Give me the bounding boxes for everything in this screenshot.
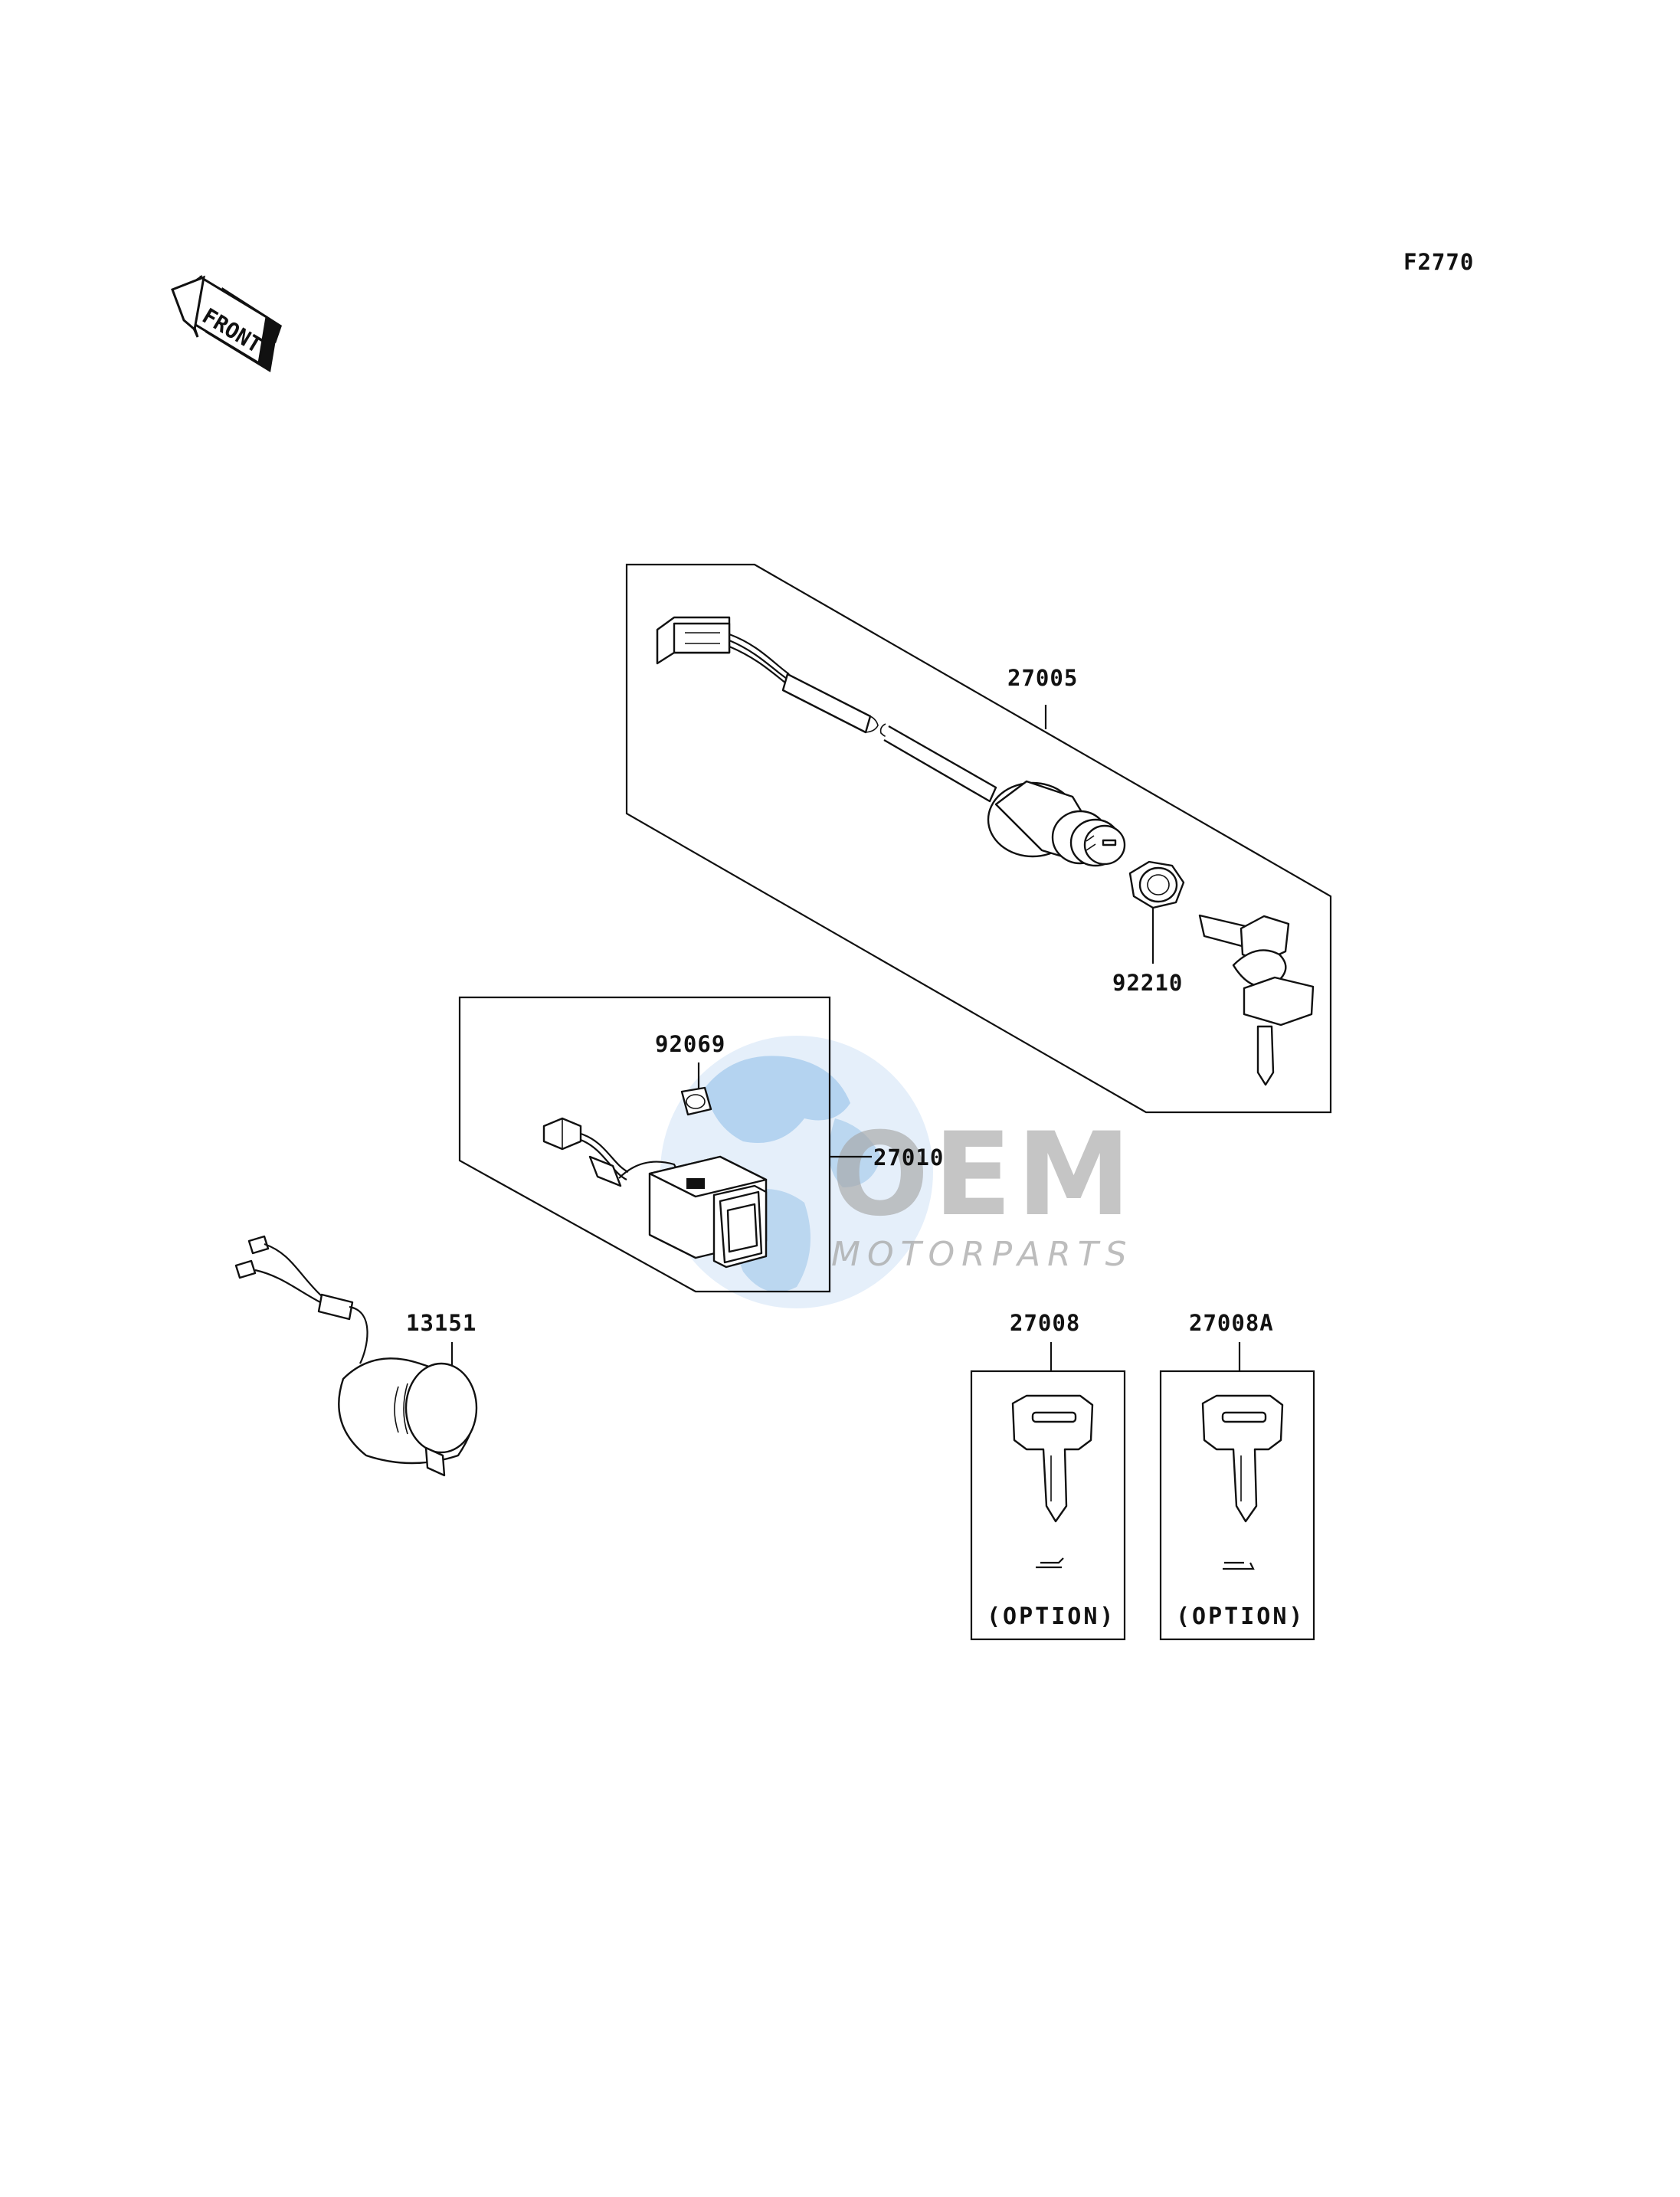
nut-92210 bbox=[1128, 860, 1185, 909]
ignition-connector bbox=[656, 616, 731, 665]
callout-27010: 27010 bbox=[873, 1144, 944, 1171]
key-cut-mark-icon bbox=[1036, 1557, 1064, 1569]
callout-27005: 27005 bbox=[1007, 665, 1078, 691]
bulb-92069 bbox=[680, 1086, 712, 1116]
key-27008A-icon bbox=[1201, 1394, 1284, 1523]
indicator-switch-body bbox=[648, 1155, 768, 1269]
watermark-subtext: MOTORPARTS bbox=[831, 1235, 1134, 1274]
ignition-switch-group-outline bbox=[625, 563, 1332, 1114]
wire-harness bbox=[781, 673, 872, 734]
option-box-27008A bbox=[1159, 1370, 1315, 1641]
option-note-27008: (OPTION) bbox=[987, 1603, 1116, 1630]
key-cut-mark-icon bbox=[1223, 1561, 1255, 1570]
option-note-27008A: (OPTION) bbox=[1176, 1603, 1305, 1630]
callout-13151: 13151 bbox=[406, 1310, 476, 1336]
front-arrow-icon: FRONT bbox=[171, 274, 282, 372]
option-box-27008 bbox=[970, 1370, 1126, 1641]
callout-27008: 27008 bbox=[1010, 1310, 1080, 1336]
indicator-switch-group-outline bbox=[458, 996, 831, 1293]
indicator-connector bbox=[542, 1117, 582, 1151]
callout-27008A: 27008A bbox=[1189, 1310, 1274, 1336]
callout-92069: 92069 bbox=[655, 1031, 725, 1057]
key-27008-icon bbox=[1011, 1394, 1094, 1523]
callout-92210: 92210 bbox=[1112, 970, 1183, 996]
watermark-logo: OEM bbox=[831, 1108, 1135, 1242]
ignition-keys bbox=[1198, 914, 1315, 1086]
ignition-switch-body bbox=[987, 780, 1126, 867]
socket-13151 bbox=[234, 1235, 478, 1477]
figure-code: F2770 bbox=[1403, 249, 1474, 275]
